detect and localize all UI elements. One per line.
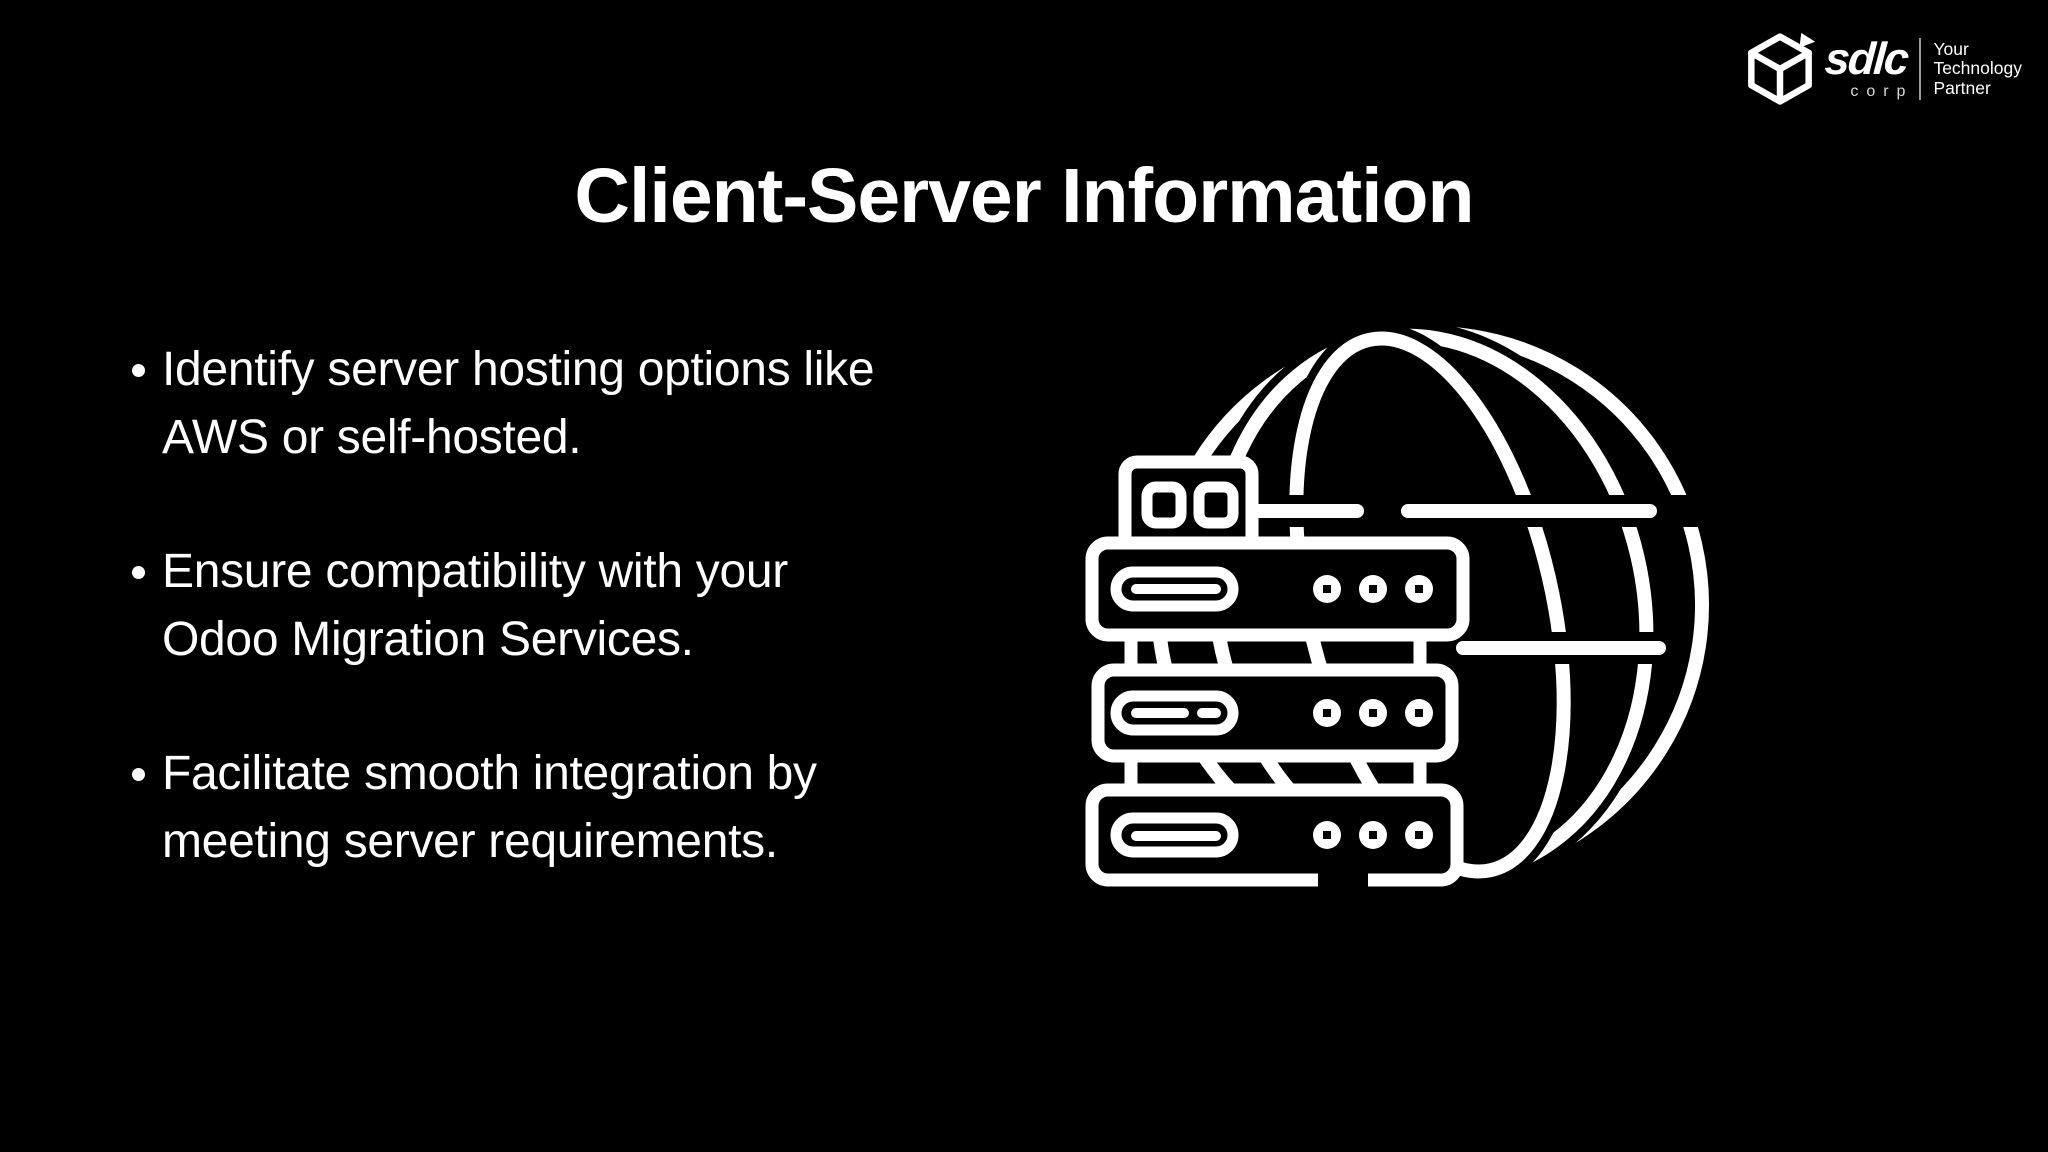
bullet-2-line-1: Ensure compatibility with your xyxy=(162,545,788,598)
cube-icon xyxy=(1748,32,1816,105)
brand-tagline: Your Technology Partner xyxy=(1933,38,2022,99)
page-title: Client-Server Information xyxy=(574,152,1474,239)
bullet-item-3: Facilitate smooth integration by meeting… xyxy=(118,740,1048,876)
logo-divider xyxy=(1919,38,1922,100)
brand-logo: sdlc corp Your Technology Partner xyxy=(1743,30,2022,108)
tagline-line-3: Partner xyxy=(1933,77,1991,98)
brand-sub: corp xyxy=(1850,83,1914,100)
bullet-3-line-2: meeting server requirements. xyxy=(162,815,778,868)
bullet-marker xyxy=(132,566,145,579)
bullet-item-2: Ensure compatibility with your Odoo Migr… xyxy=(118,538,1048,674)
bullet-1-line-1: Identify server hosting options like xyxy=(162,343,875,396)
server-rack-icon xyxy=(1085,455,1470,890)
bullet-item-1: Identify server hosting options like AWS… xyxy=(118,336,1048,472)
bullet-3-line-1: Facilitate smooth integration by xyxy=(162,747,817,800)
bullet-2-line-2: Odoo Migration Services. xyxy=(162,613,694,666)
bullet-marker xyxy=(132,364,145,377)
tagline-line-1: Your xyxy=(1933,38,1969,59)
bullet-marker xyxy=(132,768,145,781)
brand-name: sdlc xyxy=(1823,33,1910,84)
tagline-line-2: Technology xyxy=(1933,58,2022,79)
brand-text: sdlc corp xyxy=(1823,33,1910,101)
bullet-1-line-2: AWS or self-hosted. xyxy=(162,411,582,464)
server-globe-illustration xyxy=(1085,320,1709,890)
bullet-list: Identify server hosting options like AWS… xyxy=(118,336,1048,942)
